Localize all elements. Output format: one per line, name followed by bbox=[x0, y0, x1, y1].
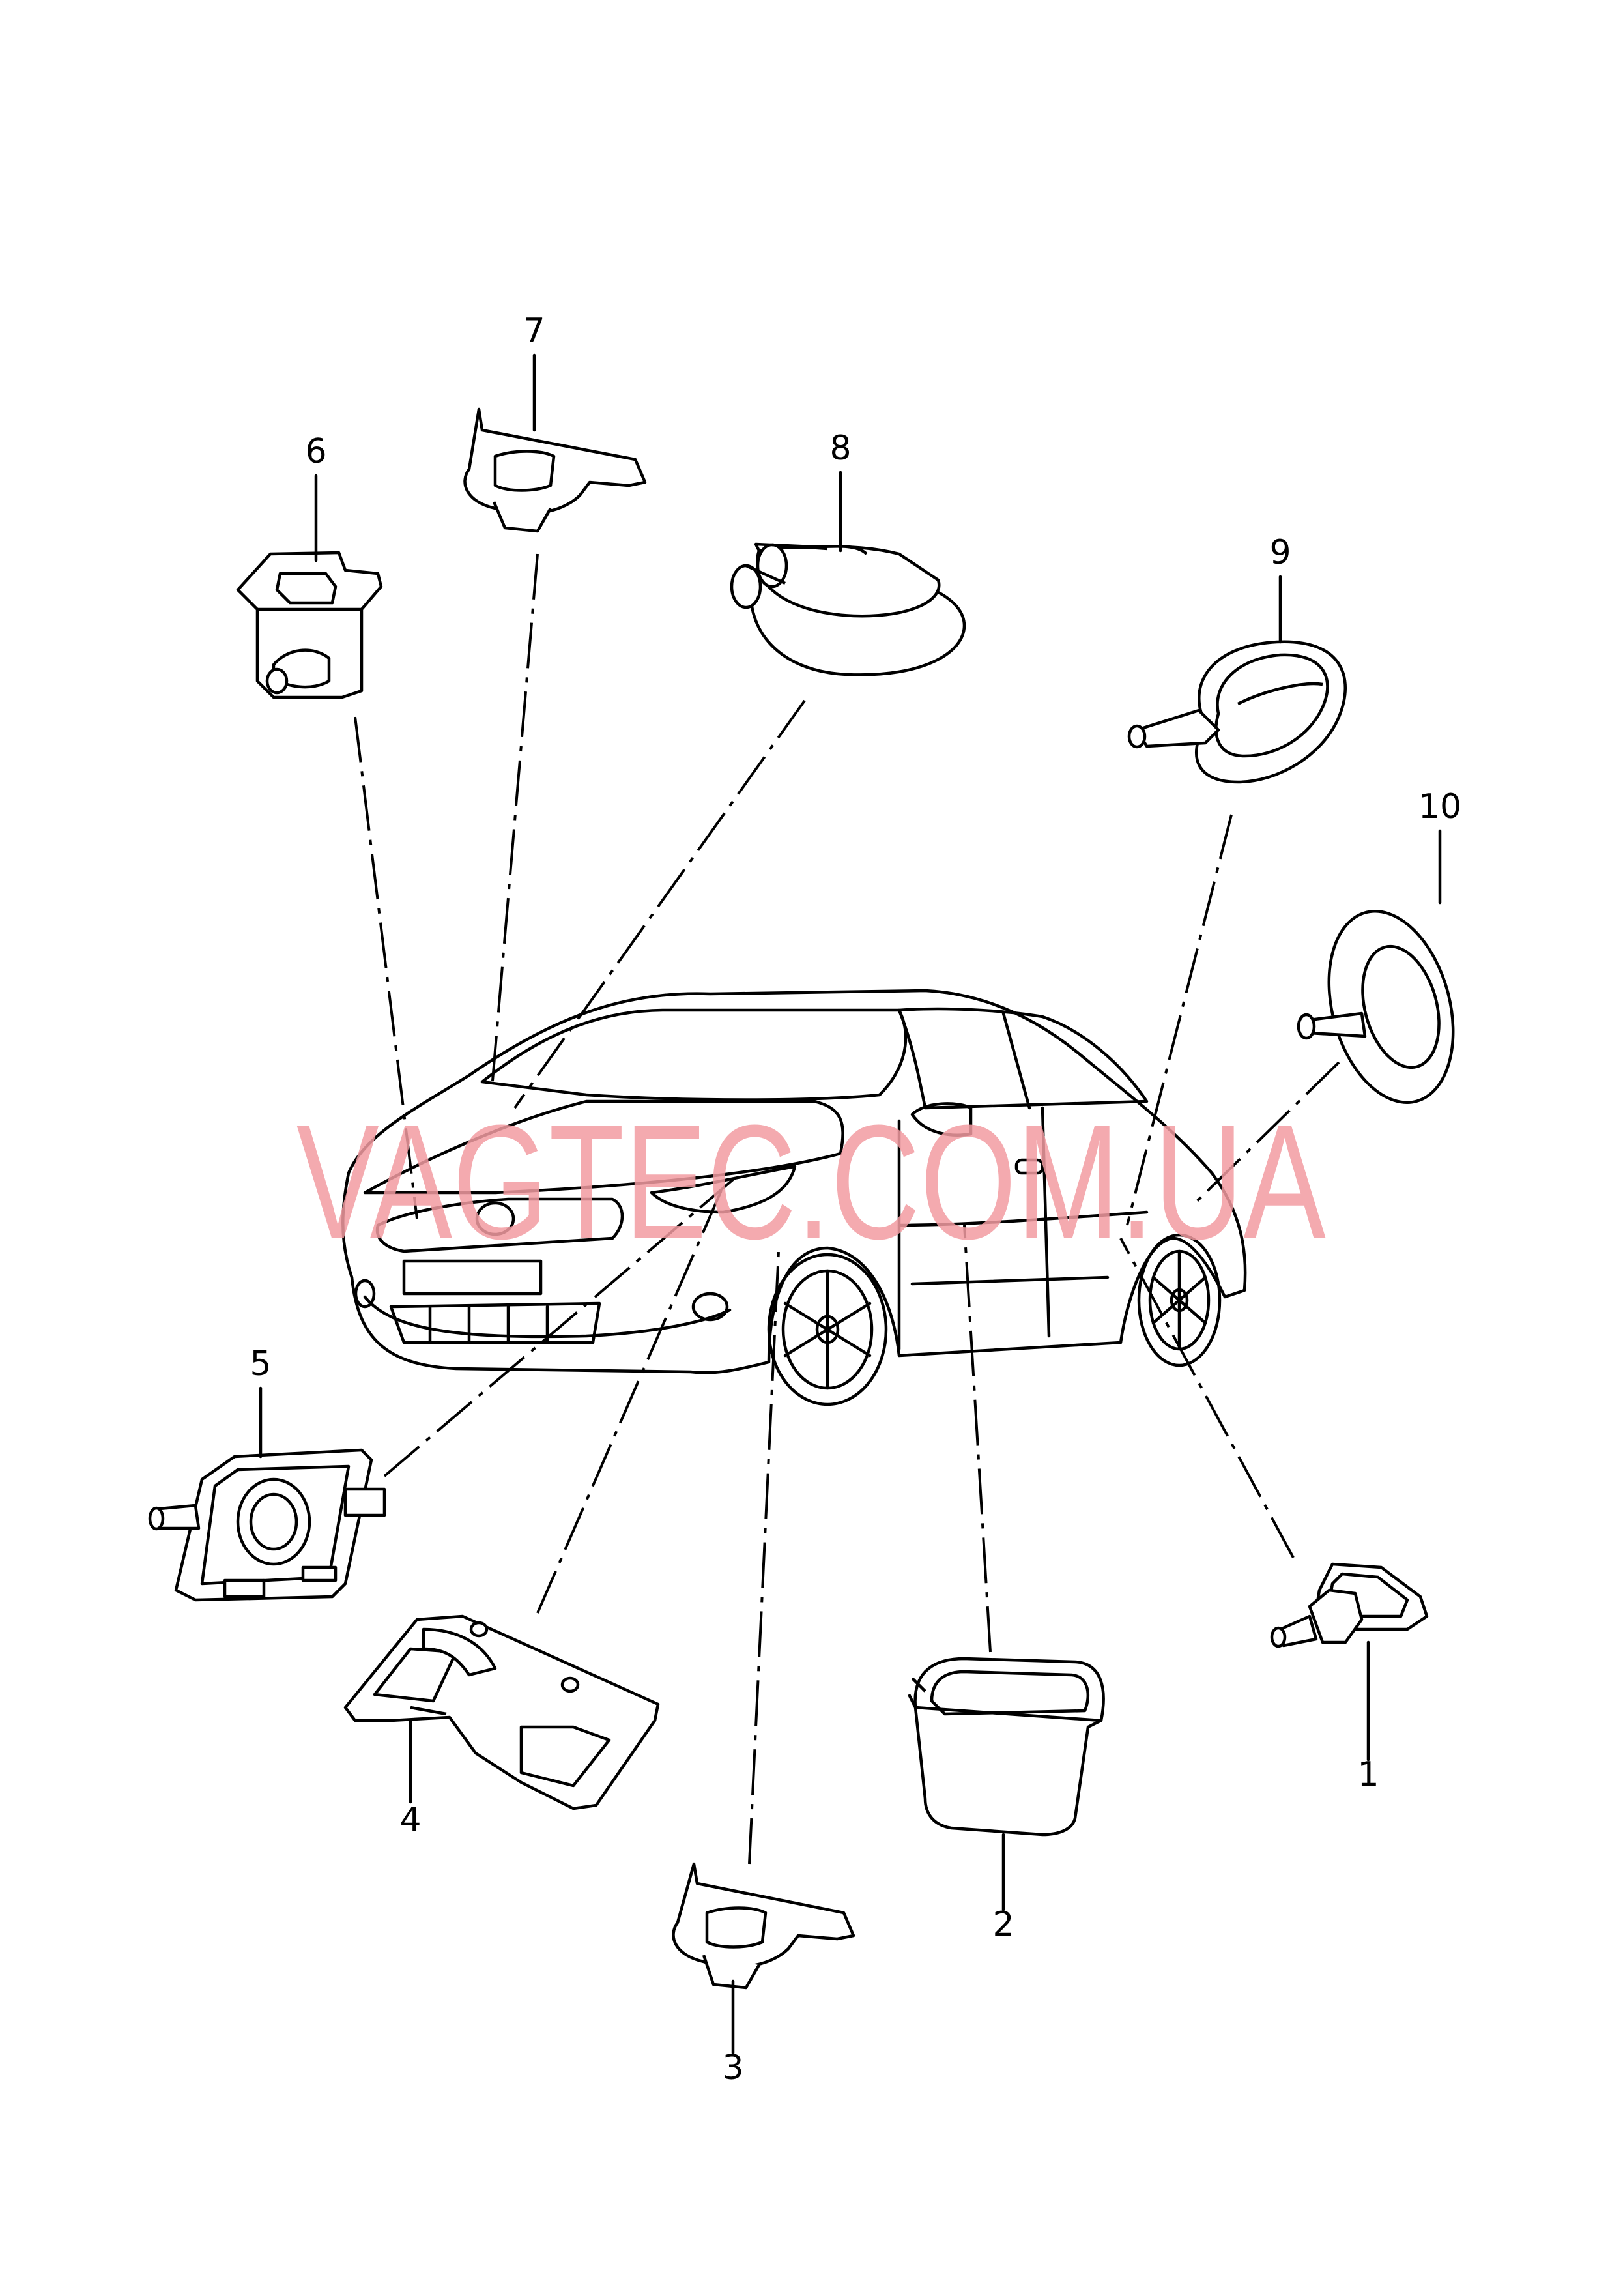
part-4[interactable] bbox=[343, 1614, 660, 1810]
part-2[interactable] bbox=[907, 1657, 1105, 1837]
callout-9: 9 bbox=[1269, 533, 1291, 572]
leader-line-7 bbox=[491, 553, 539, 1089]
part-3[interactable] bbox=[672, 1862, 855, 1990]
leader-line-5 bbox=[383, 1178, 734, 1477]
part-7[interactable] bbox=[463, 407, 647, 533]
callout-3: 3 bbox=[722, 2048, 743, 2087]
part-8[interactable] bbox=[730, 542, 966, 676]
leader-line-8 bbox=[513, 699, 806, 1109]
part-6[interactable] bbox=[236, 551, 383, 699]
car-illustration bbox=[341, 989, 1247, 1406]
part-9[interactable] bbox=[1127, 640, 1347, 784]
callout-2: 2 bbox=[992, 1905, 1014, 1944]
leader-line-4 bbox=[536, 1185, 725, 1614]
leader-line-1 bbox=[1119, 1238, 1295, 1558]
callout-8: 8 bbox=[829, 429, 851, 468]
leader-line-9 bbox=[1126, 814, 1233, 1226]
watermark-text: VAGTEC.COM.UA bbox=[296, 1091, 1326, 1273]
callout-10: 10 bbox=[1418, 787, 1461, 826]
leader-line-6 bbox=[354, 716, 418, 1219]
callout-5: 5 bbox=[250, 1344, 271, 1384]
callouts: 7 6 8 9 10 5 4 3 2 1 bbox=[250, 312, 1461, 2087]
leader-line-3 bbox=[748, 1251, 780, 1865]
callout-7: 7 bbox=[523, 312, 545, 351]
part-1[interactable] bbox=[1270, 1562, 1429, 1648]
part-10[interactable] bbox=[1297, 897, 1473, 1116]
leader-line-10 bbox=[1191, 1061, 1340, 1207]
callout-1: 1 bbox=[1357, 1755, 1379, 1794]
callout-6: 6 bbox=[305, 432, 326, 471]
part-5[interactable] bbox=[148, 1448, 386, 1602]
leader-lines bbox=[354, 553, 1340, 1865]
leader-line-2 bbox=[963, 1225, 992, 1653]
callout-4: 4 bbox=[399, 1801, 421, 1840]
